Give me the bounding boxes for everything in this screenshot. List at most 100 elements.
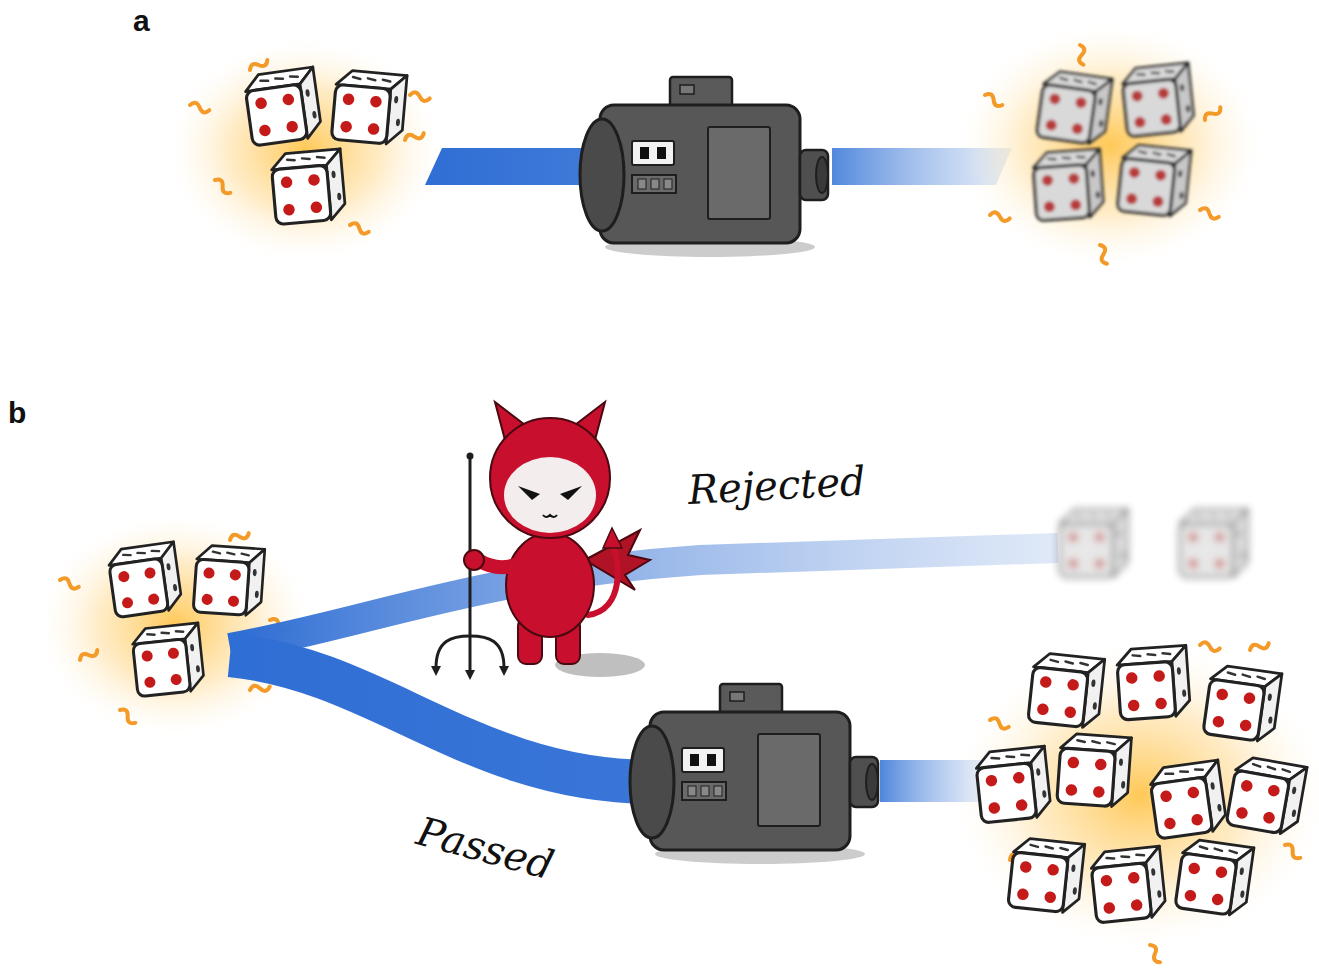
top-pip bbox=[1077, 156, 1084, 158]
pip bbox=[1163, 817, 1176, 830]
side-pip bbox=[1098, 98, 1103, 106]
squiggle bbox=[213, 177, 233, 195]
die-face bbox=[1151, 777, 1213, 839]
devil-tail-tip bbox=[603, 528, 622, 548]
top-pip bbox=[1090, 516, 1097, 517]
pip bbox=[370, 95, 382, 107]
squiggle bbox=[1147, 943, 1163, 964]
pip bbox=[1064, 706, 1077, 719]
pip bbox=[229, 569, 241, 581]
top-pip bbox=[1165, 773, 1173, 775]
pip bbox=[1093, 786, 1105, 798]
machine-button bbox=[651, 179, 659, 189]
top-pip bbox=[1253, 764, 1261, 767]
top-pip bbox=[1139, 151, 1146, 153]
side-pip bbox=[1291, 809, 1296, 817]
die-face bbox=[1175, 853, 1237, 915]
die-face bbox=[1203, 679, 1265, 741]
top-pip bbox=[1180, 771, 1188, 773]
top-pip bbox=[1060, 848, 1068, 850]
glow bbox=[960, 25, 1260, 265]
side-pip bbox=[305, 89, 310, 97]
pip bbox=[985, 774, 998, 787]
pip bbox=[1239, 719, 1252, 732]
pip bbox=[141, 650, 153, 662]
side-pip bbox=[173, 584, 178, 592]
pip bbox=[1235, 806, 1248, 819]
die-side bbox=[1233, 510, 1247, 577]
top-pip bbox=[1074, 80, 1081, 82]
pip bbox=[1044, 891, 1057, 904]
side-pip bbox=[1268, 716, 1273, 724]
pip bbox=[1155, 697, 1167, 709]
top-pip bbox=[1080, 663, 1088, 665]
pip bbox=[1067, 756, 1079, 768]
pip bbox=[147, 593, 159, 605]
die-face bbox=[1226, 770, 1290, 834]
side-pip bbox=[1177, 667, 1182, 675]
top-pip bbox=[1060, 78, 1067, 80]
machine-lens bbox=[850, 757, 878, 807]
devil-head bbox=[490, 418, 610, 538]
machine-screen-dot bbox=[657, 147, 666, 159]
machine-button bbox=[714, 786, 722, 796]
pip bbox=[1075, 96, 1087, 108]
squiggle bbox=[404, 130, 425, 143]
die-face bbox=[1117, 661, 1176, 720]
machine-lens bbox=[800, 150, 828, 200]
machine-screen bbox=[682, 748, 724, 772]
top-pip bbox=[1065, 661, 1073, 663]
die bbox=[1175, 838, 1254, 917]
top-pip bbox=[290, 75, 298, 77]
side-pip bbox=[1092, 702, 1097, 710]
pip bbox=[1134, 116, 1146, 128]
top-pip bbox=[1200, 846, 1208, 848]
machine-button bbox=[638, 179, 646, 189]
die bbox=[1203, 664, 1282, 743]
machine bbox=[580, 77, 828, 257]
top-pip bbox=[1166, 71, 1173, 73]
pip bbox=[1188, 558, 1199, 569]
side-pip bbox=[1267, 693, 1272, 701]
squiggle bbox=[349, 222, 370, 235]
side-pip bbox=[1091, 170, 1095, 177]
side-pip bbox=[1072, 887, 1077, 895]
machine-button bbox=[664, 179, 672, 189]
machine-buttons bbox=[682, 782, 726, 800]
machine-body bbox=[600, 105, 800, 243]
top-pip bbox=[147, 634, 154, 636]
die bbox=[1057, 733, 1132, 808]
top-pip bbox=[317, 156, 325, 158]
top-pip bbox=[1282, 769, 1290, 772]
die-face bbox=[1091, 863, 1151, 923]
pip bbox=[1127, 871, 1140, 884]
pip bbox=[1184, 889, 1197, 902]
side-pip bbox=[1217, 804, 1222, 812]
pip bbox=[308, 174, 320, 186]
top-pip bbox=[1268, 767, 1276, 770]
squiggle bbox=[1249, 640, 1270, 653]
top-pip bbox=[1153, 153, 1160, 155]
top-pip bbox=[1195, 768, 1203, 770]
top-pip bbox=[1137, 74, 1144, 76]
machine-lens-ring bbox=[866, 764, 878, 800]
pip bbox=[310, 201, 322, 213]
pip bbox=[170, 673, 182, 685]
die-face bbox=[1033, 164, 1089, 220]
die-face bbox=[331, 84, 391, 144]
pip bbox=[1019, 861, 1032, 874]
squiggle bbox=[1199, 642, 1220, 652]
side-pip bbox=[1240, 552, 1244, 559]
pip bbox=[1128, 699, 1140, 711]
pip bbox=[340, 120, 352, 132]
die bbox=[1117, 144, 1191, 218]
pip bbox=[255, 97, 268, 110]
die-face bbox=[1057, 748, 1116, 807]
pip bbox=[1015, 799, 1028, 812]
top-pip bbox=[1133, 655, 1141, 657]
top-pip bbox=[1063, 157, 1070, 159]
side-pip bbox=[1179, 192, 1184, 200]
top-pip bbox=[1092, 741, 1100, 743]
